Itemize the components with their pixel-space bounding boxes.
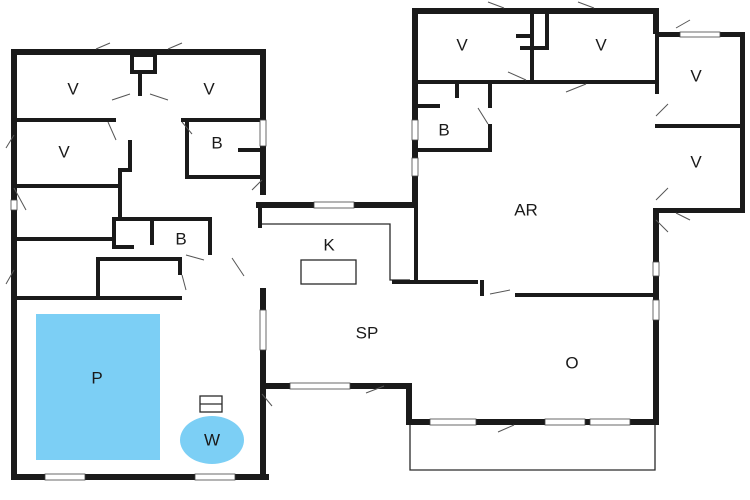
interior-walls (14, 10, 743, 300)
room-label-bathroom-3: B (438, 120, 449, 139)
room-label-bedroom-1: V (67, 79, 79, 98)
room-label-bedroom-4: V (456, 35, 468, 54)
room-label-bedroom-5: V (595, 35, 607, 54)
whirlpool-area (180, 416, 244, 464)
room-label-bathroom-2: B (175, 229, 186, 248)
terrace-outline (409, 424, 656, 471)
room-label-pool: P (91, 368, 102, 387)
room-label-dining: SP (356, 323, 379, 342)
room-label-bedroom-7: V (690, 152, 702, 171)
pool-area (36, 314, 160, 460)
room-label-activity-room: AR (514, 200, 538, 219)
kitchen-island (300, 259, 357, 285)
room-label-living: O (565, 353, 578, 372)
windows (10, 31, 721, 481)
doors (5, 1, 691, 433)
room-label-bathroom-1: B (211, 133, 222, 152)
room-label-whirlpool: W (204, 430, 220, 449)
room-label-bedroom-3: V (58, 142, 70, 161)
room-label-bedroom-6: V (690, 66, 702, 85)
kitchen-counter (262, 223, 410, 281)
room-label-kitchen: K (323, 235, 335, 254)
room-label-bedroom-2: V (203, 79, 215, 98)
